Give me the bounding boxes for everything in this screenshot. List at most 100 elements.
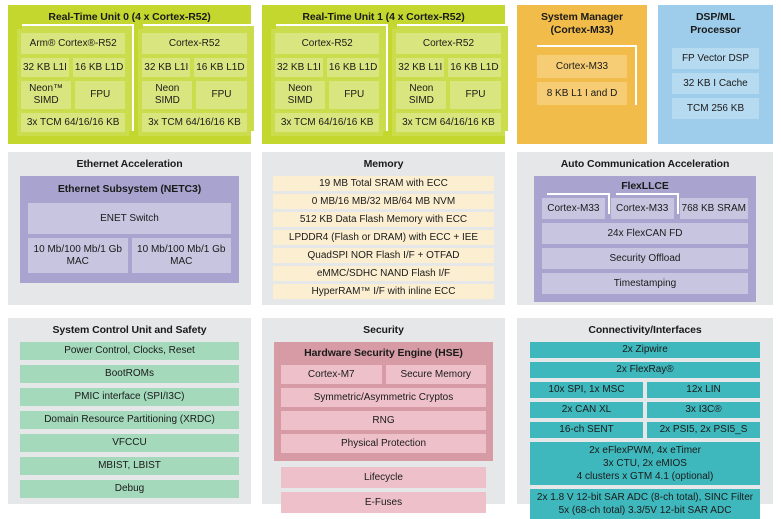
scu-title: System Control Unit and Safety <box>52 324 207 336</box>
system-manager-core-stack: Cortex-M33 8 KB L1 I and D <box>532 45 637 110</box>
panel-system-control-unit-safety: System Control Unit and Safety Power Con… <box>8 318 251 504</box>
hse-item-2: Physical Protection <box>281 434 486 453</box>
connectivity-timer-line-1: 3x CTU, 2x eMIOS <box>603 458 687 469</box>
security-title: Security <box>363 324 404 336</box>
rtu1-core-1-l1i: 32 KB L1I <box>396 58 445 77</box>
memory-item-5: eMMC/SDHC NAND Flash I/F <box>273 266 494 281</box>
scu-item-3: Domain Resource Partitioning (XRDC) <box>20 411 239 429</box>
memory-item-6: HyperRAM™ I/F with inline ECC <box>273 284 494 299</box>
hse-item-1: RNG <box>281 411 486 430</box>
auto-comm-title: Auto Communication Acceleration <box>560 158 730 170</box>
connectivity-spi-msc: 10x SPI, 1x MSC <box>530 382 643 398</box>
ethernet-enet-switch: ENET Switch <box>28 203 231 234</box>
panel-auto-communication-acceleration: Auto Communication Acceleration FlexLLCE… <box>517 152 773 305</box>
panel-system-manager: System Manager (Cortex-M33) Cortex-M33 8… <box>517 5 647 144</box>
hse-row-item-1: Secure Memory <box>385 365 486 384</box>
hse-item-0: Symmetric/Asymmetric Cryptos <box>281 388 486 407</box>
rtu1-core-1-simd: Neon SIMD <box>396 81 447 109</box>
panel-security: Security Hardware Security Engine (HSE) … <box>262 318 505 513</box>
rtu1-core-1-name: Cortex-R52 <box>396 33 501 54</box>
dsp-ml-item-0: FP Vector DSP <box>672 48 759 69</box>
rtu1-core-0-simd: Neon SIMD <box>275 81 326 109</box>
panel-connectivity-interfaces: Connectivity/Interfaces 2x Zipwire 2x Fl… <box>517 318 773 519</box>
connectivity-timer-line-2: 4 clusters x GTM 4.1 (optional) <box>576 471 714 482</box>
memory-item-3: LPDDR4 (Flash or DRAM) with ECC + IEE <box>273 230 494 245</box>
connectivity-i3c: 3x I3C® <box>647 402 760 418</box>
system-manager-title-line2: (Cortex-M33) <box>550 23 614 36</box>
rtu1-title: Real-Time Unit 1 (4 x Cortex-R52) <box>302 11 465 23</box>
rtu0-core-0-fpu: FPU <box>75 81 126 109</box>
dsp-ml-item-1: 32 KB I Cache <box>672 73 759 94</box>
memory-title: Memory <box>363 158 404 170</box>
rtu0-title: Real-Time Unit 0 (4 x Cortex-R52) <box>48 11 211 23</box>
panel-real-time-unit-0: Real-Time Unit 0 (4 x Cortex-R52) Arm® C… <box>8 5 256 144</box>
memory-item-4: QuadSPI NOR Flash I/F + OTFAD <box>273 248 494 263</box>
hardware-security-engine: Hardware Security Engine (HSE) Cortex-M7… <box>274 342 493 461</box>
connectivity-adc-line-0: 2x 1.8 V 12-bit SAR ADC (8-ch total), SI… <box>536 492 754 503</box>
rtu0-core-1-fpu: FPU <box>196 81 247 109</box>
connectivity-zipwire: 2x Zipwire <box>530 342 760 358</box>
system-manager-title: System Manager (Cortex-M33) <box>524 11 640 36</box>
connectivity-adc-line-1: 5x (68-ch total) 3.3/5V 12-bit SAR ADC <box>558 505 732 516</box>
scu-item-5: MBIST, LBIST <box>20 457 239 475</box>
flexllce-top-1: Cortex-M33 <box>610 198 674 219</box>
rtu1-core-0-tcm: 3x TCM 64/16/16 KB <box>275 113 380 132</box>
flexllce-item-1: Security Offload <box>542 248 748 269</box>
ethernet-mac-1: 10 Mb/100 Mb/1 Gb MAC <box>131 238 231 273</box>
connectivity-adc-block: 2x 1.8 V 12-bit SAR ADC (8-ch total), SI… <box>530 489 760 519</box>
panel-real-time-unit-1: Real-Time Unit 1 (4 x Cortex-R52) Cortex… <box>262 5 510 144</box>
rtu0-core-0: Arm® Cortex®-R52 32 KB L1I 16 KB L1D Neo… <box>17 24 135 136</box>
ethernet-title: Ethernet Acceleration <box>76 158 183 170</box>
flexllce-top-0: Cortex-M33 <box>542 198 605 219</box>
scu-item-4: VFCCU <box>20 434 239 452</box>
connectivity-psi5: 2x PSI5, 2x PSI5_S <box>647 422 760 438</box>
dsp-ml-title-line1: DSP/ML <box>695 11 736 23</box>
flexllce-top-2: 768 KB SRAM <box>679 198 749 219</box>
dsp-ml-title: DSP/ML Processor <box>665 11 766 36</box>
hse-row-item-0: Cortex-M7 <box>281 365 382 384</box>
flexllce-subsystem: FlexLLCE Cortex-M33 Cortex-M33 768 KB SR… <box>534 176 756 302</box>
flexllce-title: FlexLLCE <box>621 180 669 192</box>
rtu0-core-1: Cortex-R52 32 KB L1I 16 KB L1D Neon SIMD… <box>138 24 256 136</box>
connectivity-lin: 12x LIN <box>647 382 760 398</box>
rtu1-core-0-l1d: 16 KB L1D <box>326 58 380 77</box>
rtu1-core-1-tcm: 3x TCM 64/16/16 KB <box>396 113 501 132</box>
scu-item-6: Debug <box>20 480 239 498</box>
rtu1-core-1: Cortex-R52 32 KB L1I 16 KB L1D Neon SIMD… <box>392 24 510 136</box>
security-outside-item-0: Lifecycle <box>281 467 486 488</box>
connectivity-flexray: 2x FlexRay® <box>530 362 760 378</box>
rtu0-core-0-tcm: 3x TCM 64/16/16 KB <box>21 113 126 132</box>
rtu0-core-0-simd: Neon™ SIMD <box>21 81 72 109</box>
ethernet-mac-0: 10 Mb/100 Mb/1 Gb MAC <box>28 238 128 273</box>
dsp-ml-item-2: TCM 256 KB <box>672 98 759 119</box>
rtu1-core-1-l1d: 16 KB L1D <box>448 58 501 77</box>
connectivity-title: Connectivity/Interfaces <box>588 324 702 336</box>
ethernet-subsystem: Ethernet Subsystem (NETC3) ENET Switch 1… <box>20 176 239 283</box>
system-manager-item-1: 8 KB L1 I and D <box>537 82 627 105</box>
connectivity-timer-block: 2x eFlexPWM, 4x eTimer 3x CTU, 2x eMIOS … <box>530 442 760 485</box>
connectivity-sent: 16-ch SENT <box>530 422 643 438</box>
flexllce-m33-0-stack: Cortex-M33 <box>542 193 610 219</box>
rtu0-core-1-l1i: 32 KB L1I <box>142 58 191 77</box>
security-outside-item-1: E-Fuses <box>281 492 486 513</box>
system-manager-title-line1: System Manager <box>540 11 624 23</box>
rtu1-core-0: Cortex-R52 32 KB L1I 16 KB L1D Neon SIMD… <box>271 24 389 136</box>
system-manager-item-0: Cortex-M33 <box>537 55 627 78</box>
panel-dsp-ml-processor: DSP/ML Processor FP Vector DSP 32 KB I C… <box>658 5 773 144</box>
memory-item-1: 0 MB/16 MB/32 MB/64 MB NVM <box>273 194 494 209</box>
scu-item-1: BootROMs <box>20 365 239 383</box>
connectivity-can-xl: 2x CAN XL <box>530 402 643 418</box>
dsp-ml-title-line2: Processor <box>690 23 741 36</box>
rtu0-core-1-l1d: 16 KB L1D <box>194 58 247 77</box>
rtu1-core-0-fpu: FPU <box>329 81 380 109</box>
rtu1-core-0-name: Cortex-R52 <box>275 33 380 54</box>
connectivity-timer-line-0: 2x eFlexPWM, 4x eTimer <box>589 445 701 456</box>
rtu0-core-1-simd: Neon SIMD <box>142 81 193 109</box>
flexllce-item-0: 24x FlexCAN FD <box>542 223 748 244</box>
flexllce-item-2: Timestamping <box>542 273 748 294</box>
rtu0-core-0-l1d: 16 KB L1D <box>72 58 126 77</box>
rtu0-core-0-name: Arm® Cortex®-R52 <box>21 33 126 54</box>
panel-memory: Memory 19 MB Total SRAM with ECC 0 MB/16… <box>262 152 505 305</box>
rtu0-core-1-name: Cortex-R52 <box>142 33 247 54</box>
